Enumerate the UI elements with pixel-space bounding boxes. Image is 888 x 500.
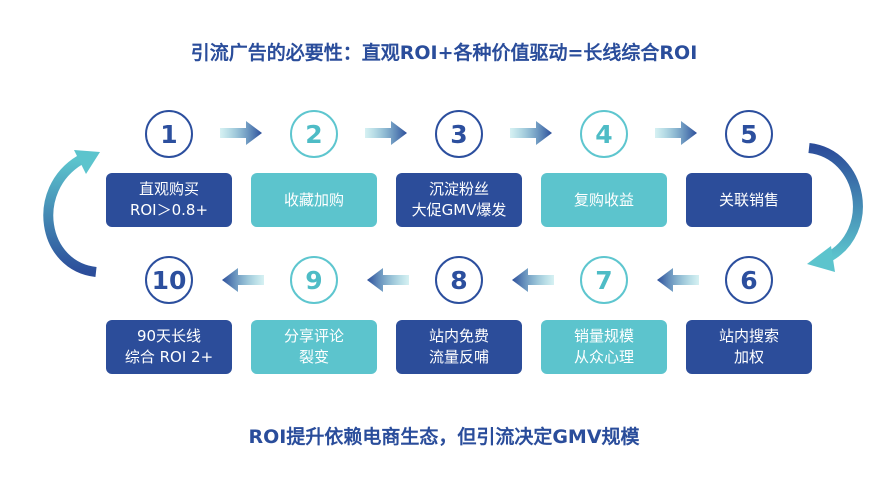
- step-8-line2: 流量反哺: [428, 348, 489, 366]
- step-6-line1: 站内搜索: [718, 327, 779, 345]
- arrow-right-icon: [220, 121, 262, 145]
- arrow-left-icon: [657, 268, 699, 292]
- step-10-number: 10: [145, 256, 193, 304]
- arrow-right-icon: [655, 121, 697, 145]
- step-3-line1: 沉淀粉丝: [428, 180, 489, 198]
- step-1-line1: 直观购买: [138, 180, 199, 198]
- step-9-line2: 裂变: [298, 348, 329, 366]
- curved-arrow-left-icon: [43, 150, 100, 277]
- diagram-title: 引流广告的必要性：直观ROI+各种价值驱动=长线综合ROI: [190, 42, 698, 64]
- curved-arrow-right-icon: [807, 143, 863, 272]
- step-10-box: 90天长线综合 ROI 2+: [106, 320, 232, 374]
- step-6-number: 6: [725, 256, 773, 304]
- step-10-line2: 综合 ROI 2+: [124, 348, 214, 366]
- diagram-footer: ROI提升依赖电商生态，但引流决定GMV规模: [248, 426, 640, 448]
- step-5-line1: 关联销售: [718, 190, 779, 209]
- step-5-box: 关联销售: [686, 173, 812, 227]
- step-9-number: 9: [290, 256, 338, 304]
- step-1-box: 直观购买 ROI＞0.8+: [106, 173, 232, 227]
- step-10-line1: 90天长线: [136, 327, 202, 345]
- step-7-line1: 销量规模: [573, 327, 634, 345]
- step-6-box: 站内搜索加权: [686, 320, 812, 374]
- step-6-line2: 加权: [733, 348, 764, 366]
- step-3-box: 沉淀粉丝大促GMV爆发: [396, 173, 522, 227]
- step-1-line2: ROI＞0.8+: [129, 201, 209, 219]
- step-2-number: 2: [290, 110, 338, 158]
- step-4-number: 4: [580, 110, 628, 158]
- step-8-box: 站内免费流量反哺: [396, 320, 522, 374]
- arrow-right-icon: [510, 121, 552, 145]
- arrow-left-icon: [222, 268, 264, 292]
- step-9-line1: 分享评论: [283, 327, 344, 345]
- arrow-right-icon: [365, 121, 407, 145]
- arrow-left-icon: [367, 268, 409, 292]
- step-2-line1: 收藏加购: [283, 190, 344, 209]
- step-7-box: 销量规模从众心理: [541, 320, 667, 374]
- step-5-number: 5: [725, 110, 773, 158]
- step-2-box: 收藏加购: [251, 173, 377, 227]
- step-4-line1: 复购收益: [573, 190, 634, 209]
- step-3-number: 3: [435, 110, 483, 158]
- step-7-number: 7: [580, 256, 628, 304]
- step-9-box: 分享评论裂变: [251, 320, 377, 374]
- step-3-line2: 大促GMV爆发: [411, 201, 507, 219]
- step-7-line2: 从众心理: [573, 348, 634, 366]
- step-8-number: 8: [435, 256, 483, 304]
- step-1-number: 1: [145, 110, 193, 158]
- arrow-left-icon: [512, 268, 554, 292]
- step-4-box: 复购收益: [541, 173, 667, 227]
- step-8-line1: 站内免费: [428, 327, 489, 345]
